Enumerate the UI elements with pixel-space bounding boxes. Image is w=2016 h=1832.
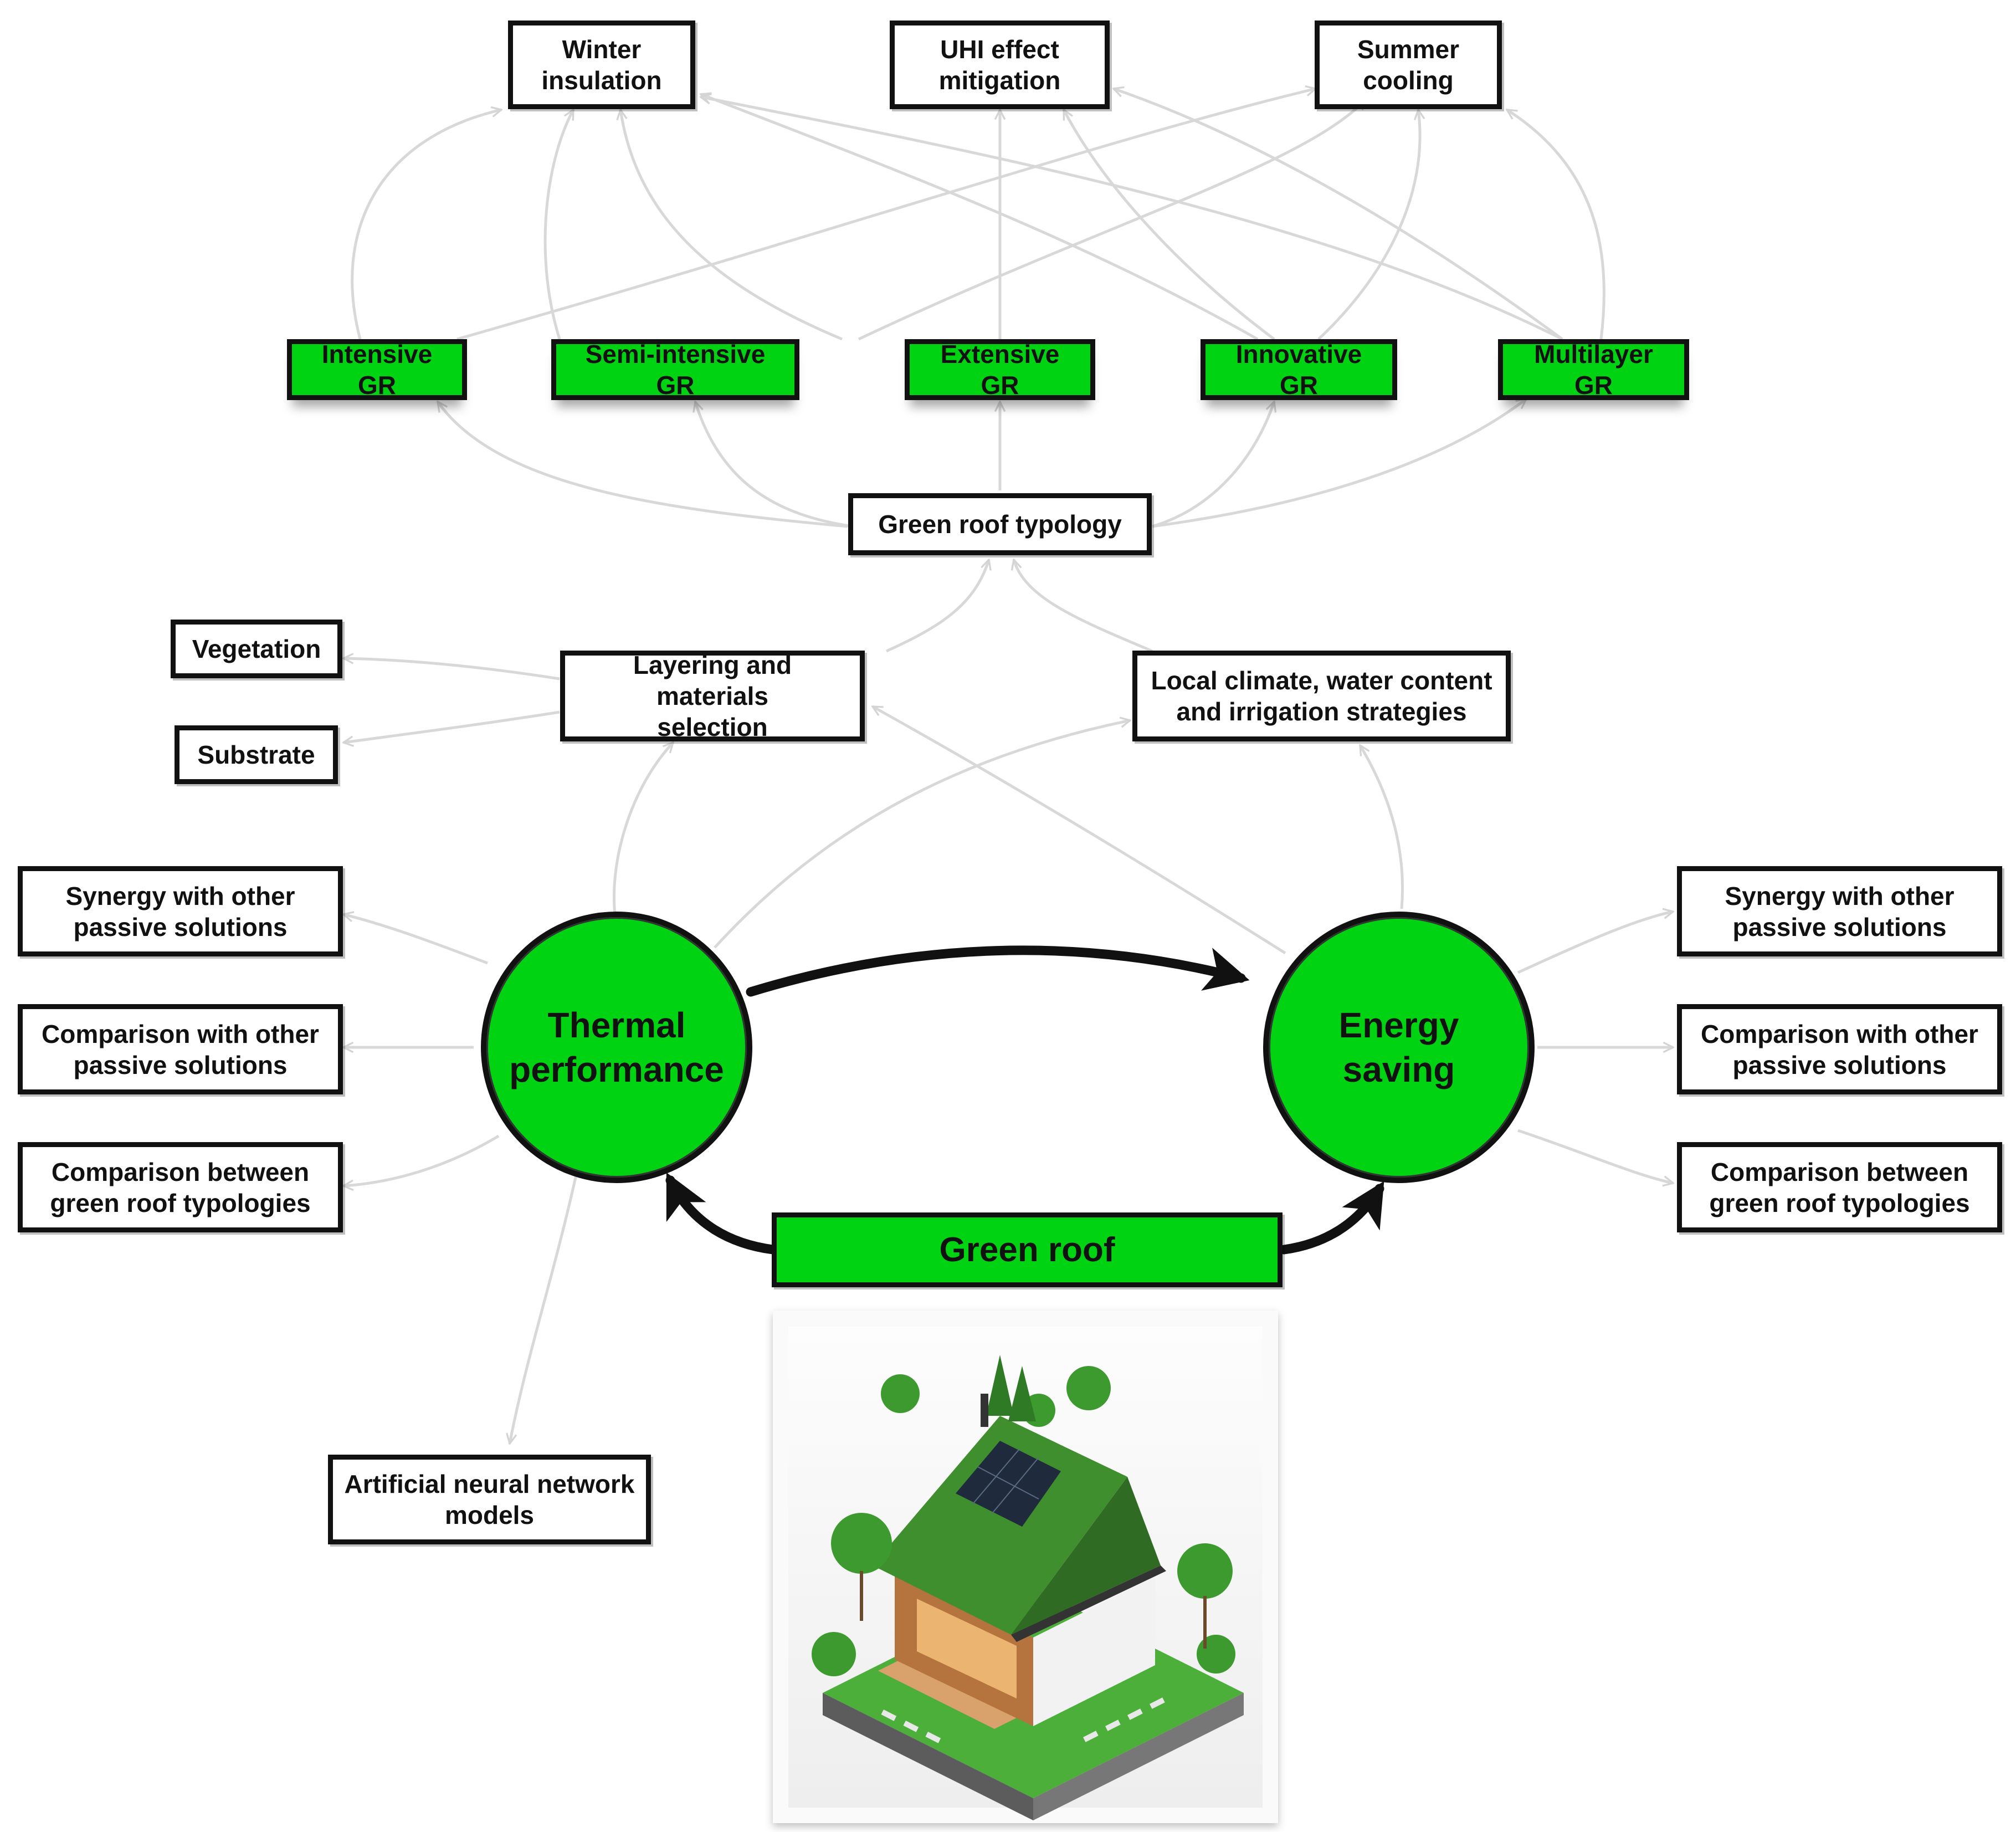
uhi-mitigation-label: UHI effect mitigation xyxy=(938,35,1061,95)
typology-multilayer-label: Multilayer GR xyxy=(1534,340,1653,400)
right-synergy-box: Synergy with other passive solutions xyxy=(1677,866,2002,956)
typology-intensive-label: Intensive GR xyxy=(321,340,433,400)
typology-semi-intensive: Semi-intensive GR xyxy=(551,339,799,400)
thermal-to-energy-arrow xyxy=(746,945,1250,997)
vegetation-box: Vegetation xyxy=(171,620,342,678)
green-roof-label: Green roof xyxy=(939,1230,1115,1269)
substrate-box: Substrate xyxy=(175,725,338,784)
thermal-performance-label: Thermal performance xyxy=(509,1005,724,1089)
black-arrows xyxy=(665,945,1384,1255)
typology-innovative: Innovative GR xyxy=(1201,339,1397,400)
winter-insulation-box: Winter insulation xyxy=(508,21,695,109)
greenroof-to-energy-arrow xyxy=(1279,1181,1384,1255)
green-roof-typology-label: Green roof typology xyxy=(878,510,1122,539)
vegetation-label: Vegetation xyxy=(192,634,321,663)
typology-intensive: Intensive GR xyxy=(287,339,467,400)
left-synergy-box: Synergy with other passive solutions xyxy=(18,866,343,956)
right-comparison-typologies-label: Comparison between green roof typologies xyxy=(1709,1157,1970,1217)
local-climate-label: Local climate, water content and irrigat… xyxy=(1151,666,1492,726)
gray-connectors xyxy=(343,89,1673,1444)
summer-cooling-label: Summer cooling xyxy=(1357,35,1460,95)
uhi-mitigation-box: UHI effect mitigation xyxy=(890,21,1110,109)
right-synergy-label: Synergy with other passive solutions xyxy=(1725,881,1955,941)
left-comparison-typologies-box: Comparison between green roof typologies xyxy=(18,1142,343,1232)
layering-materials-label: Layering and materials selection xyxy=(633,651,792,741)
left-comparison-passive-label: Comparison with other passive solutions xyxy=(42,1019,319,1079)
green-roof-house-icon xyxy=(788,1326,1263,1820)
energy-saving-circle: Energy saving xyxy=(1263,912,1535,1183)
typology-extensive: Extensive GR xyxy=(905,339,1095,400)
typology-innovative-label: Innovative GR xyxy=(1235,340,1362,400)
typology-extensive-label: Extensive GR xyxy=(940,340,1060,400)
ann-models-label: Artificial neural network models xyxy=(344,1470,635,1529)
left-comparison-passive-box: Comparison with other passive solutions xyxy=(18,1004,343,1094)
left-comparison-typologies-label: Comparison between green roof typologies xyxy=(50,1157,311,1217)
local-climate-box: Local climate, water content and irrigat… xyxy=(1132,651,1511,741)
right-comparison-passive-box: Comparison with other passive solutions xyxy=(1677,1004,2002,1094)
summer-cooling-box: Summer cooling xyxy=(1315,21,1502,109)
typology-multilayer: Multilayer GR xyxy=(1498,339,1689,400)
right-comparison-passive-label: Comparison with other passive solutions xyxy=(1701,1019,1978,1079)
left-synergy-label: Synergy with other passive solutions xyxy=(65,881,295,941)
right-comparison-typologies-box: Comparison between green roof typologies xyxy=(1677,1142,2002,1232)
house-illustration-frame xyxy=(773,1311,1278,1823)
typology-semi-intensive-label: Semi-intensive GR xyxy=(585,340,766,400)
green-roof-typology-box: Green roof typology xyxy=(848,493,1152,555)
green-roof-box: Green roof xyxy=(772,1212,1283,1287)
greenroof-to-thermal-arrow xyxy=(665,1172,778,1255)
thermal-performance-circle: Thermal performance xyxy=(481,912,752,1183)
energy-saving-label: Energy saving xyxy=(1338,1005,1459,1089)
ann-models-box: Artificial neural network models xyxy=(328,1455,651,1544)
substrate-label: Substrate xyxy=(197,740,315,769)
layering-materials-box: Layering and materials selection xyxy=(560,651,865,741)
winter-insulation-label: Winter insulation xyxy=(541,35,662,95)
